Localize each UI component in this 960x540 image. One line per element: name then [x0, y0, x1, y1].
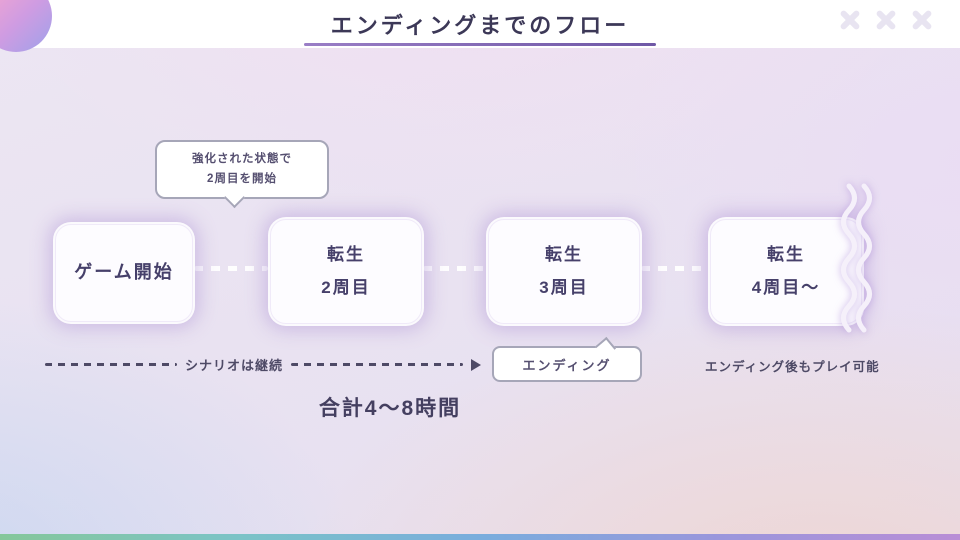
- connector-dashed: [423, 266, 485, 271]
- cross-icon: [838, 8, 862, 32]
- node-sublabel: 2周目: [321, 277, 371, 297]
- node-sublabel: 3周目: [539, 277, 589, 297]
- page-title: エンディングまでのフロー: [330, 13, 630, 38]
- post-ending-note: エンディング後もプレイ可能: [705, 360, 880, 374]
- header-bar: エンディングまでのフロー: [0, 0, 960, 48]
- cross-icon: [874, 8, 898, 32]
- callout-line1: 強化された状態で: [192, 153, 292, 165]
- flow-node-loop4: 転生 4周目〜: [710, 219, 862, 324]
- scenario-arrow: シナリオは継続: [45, 355, 490, 374]
- dashed-line: [45, 363, 177, 366]
- crosses-decoration: [838, 8, 934, 32]
- total-time-label: 合計4〜8時間: [318, 397, 462, 420]
- flow-node-loop2: 転生 2周目: [270, 219, 422, 324]
- title-underline: [304, 43, 656, 46]
- footer-gradient-strip: [0, 534, 960, 540]
- node-label: 転生: [327, 245, 365, 265]
- callout-ending: エンディング: [492, 336, 642, 382]
- node-label: 転生: [545, 245, 583, 265]
- arrow-head-icon: [471, 358, 482, 371]
- flow-node-loop3: 転生 3周目: [488, 219, 640, 324]
- callout-ending-label: エンディング: [522, 357, 612, 373]
- callout-tail: [223, 186, 246, 209]
- continuation-squiggle-icon: [841, 183, 872, 333]
- callout-strengthened: 強化された状態で 2周目を開始: [155, 140, 329, 209]
- flow-node-game-start: ゲーム開始: [55, 224, 193, 322]
- cross-icon: [910, 8, 934, 32]
- connector-dashed: [641, 266, 707, 271]
- node-sublabel: 4周目〜: [751, 277, 821, 297]
- scenario-label: シナリオは継続: [185, 358, 284, 373]
- node-label: ゲーム開始: [74, 262, 174, 283]
- dashed-line: [291, 363, 464, 366]
- callout-line2: 2周目を開始: [207, 172, 277, 185]
- node-label: 転生: [767, 245, 805, 265]
- connector-dashed: [194, 266, 268, 271]
